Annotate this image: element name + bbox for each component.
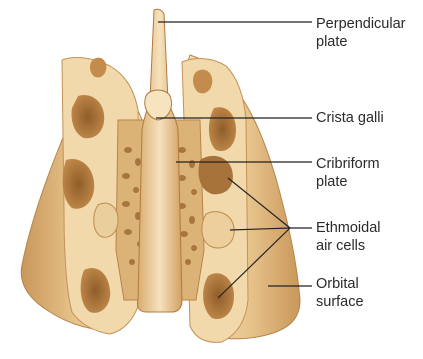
label-orbital-surface: Orbital surface <box>316 275 364 311</box>
label-crista-galli: Crista galli <box>316 109 384 127</box>
label-cribriform-plate: Cribriform plate <box>316 155 380 191</box>
label-orbital-surface-line1: Orbital <box>316 275 364 293</box>
label-perpendicular-plate: Perpendicular plate <box>316 15 405 51</box>
label-orbital-surface-line2: surface <box>316 293 364 311</box>
label-crista-galli-line1: Crista galli <box>316 109 384 127</box>
label-cribriform-plate-line2: plate <box>316 173 380 191</box>
label-ethmoidal-air-cells-line1: Ethmoidal <box>316 219 380 237</box>
label-perpendicular-plate-line2: plate <box>316 33 405 51</box>
label-perpendicular-plate-line1: Perpendicular <box>316 15 405 33</box>
label-cribriform-plate-line1: Cribriform <box>316 155 380 173</box>
perpendicular-plate <box>137 9 182 312</box>
label-ethmoidal-air-cells-line2: air cells <box>316 237 380 255</box>
label-ethmoidal-air-cells: Ethmoidal air cells <box>316 219 380 255</box>
